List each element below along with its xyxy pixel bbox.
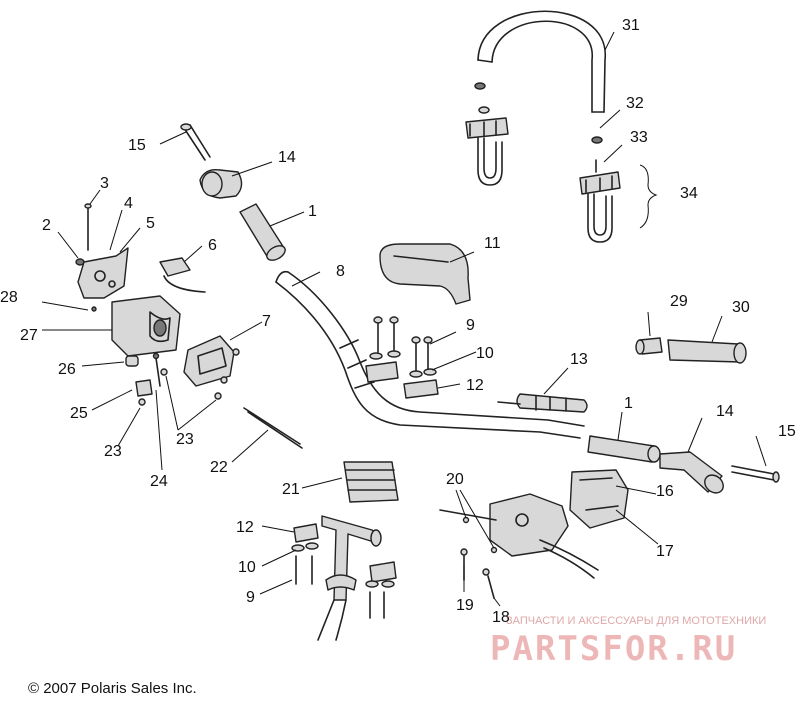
callout-23-left: 23	[104, 443, 122, 460]
part-3-screw	[84, 203, 92, 251]
callout-31: 31	[622, 17, 640, 34]
part-32-nut-right	[591, 136, 603, 144]
callout-9-center: 9	[466, 317, 475, 334]
part-14-end-cap-left	[199, 169, 243, 199]
callout-6: 6	[208, 237, 217, 254]
callout-23-right: 23	[176, 431, 194, 448]
bracket-34	[639, 164, 658, 229]
callout-13: 13	[570, 351, 588, 368]
callout-29: 29	[670, 293, 688, 310]
callout-12-center: 12	[466, 377, 484, 394]
callout-10-center: 10	[476, 345, 494, 362]
part-7-cover	[183, 335, 240, 387]
callout-2: 2	[42, 217, 51, 234]
callout-32: 32	[626, 95, 644, 112]
callout-16: 16	[656, 483, 674, 500]
callout-14-right: 14	[716, 403, 734, 420]
part-30-throttle-grip	[667, 339, 747, 364]
callout-1-right: 1	[624, 395, 633, 412]
part-13-grip	[497, 393, 588, 413]
part-8-handlebar	[275, 270, 585, 439]
callout-1-left: 1	[308, 203, 317, 220]
part-12-clamps-lower	[293, 523, 397, 583]
callout-17: 17	[656, 543, 674, 560]
callout-4: 4	[124, 195, 133, 212]
callout-11: 11	[484, 235, 501, 252]
part-25-knob	[135, 379, 153, 397]
part-26-button	[125, 355, 139, 367]
callout-14-left: 14	[278, 149, 296, 166]
callout-10-lower: 10	[238, 559, 256, 576]
part-32-nut-left	[474, 82, 490, 114]
steering-post	[317, 515, 382, 641]
callout-33: 33	[630, 129, 648, 146]
part-4-5-bracket	[77, 247, 129, 299]
callout-34: 34	[680, 185, 698, 202]
part-31-tube	[477, 10, 606, 113]
part-6-connector	[159, 257, 206, 293]
part-12-clamps-center	[365, 361, 439, 399]
part-9-bolts-lower	[295, 555, 385, 619]
watermark-brand: PARTSFOR.RU	[490, 629, 737, 669]
callout-15-right: 15	[778, 423, 796, 440]
callout-8: 8	[336, 263, 345, 280]
callout-12-lower: 12	[236, 519, 254, 536]
callout-28: 28	[0, 289, 18, 306]
part-1-sleeve-left	[239, 203, 286, 261]
callout-21: 21	[282, 481, 300, 498]
part-24-screw	[152, 352, 161, 387]
callout-15-left: 15	[128, 137, 146, 154]
callout-3: 3	[100, 175, 109, 192]
part-9-bolts-center	[373, 316, 433, 373]
callout-5: 5	[146, 215, 155, 232]
callout-9-lower: 9	[246, 589, 255, 606]
part-21-riser-block	[343, 461, 399, 503]
callout-27: 27	[20, 327, 38, 344]
part-10-washers-center	[369, 350, 437, 378]
part-22-cable	[243, 407, 303, 449]
callout-19: 19	[456, 597, 474, 614]
part-11-pad	[379, 243, 471, 305]
part-15-bolt-left	[180, 123, 211, 161]
brake-lever-assembly	[439, 493, 599, 579]
callout-22: 22	[210, 459, 228, 476]
part-10-washers-lower	[291, 542, 395, 588]
part-14-end-cap-right	[659, 451, 724, 494]
watermark-tagline: ЗАПЧАСТИ И АКСЕССУАРЫ ДЛЯ МОТОТЕХНИКИ	[506, 615, 766, 627]
part-16-17-throttle-housing	[569, 469, 629, 529]
part-15-bolt-right	[731, 465, 780, 483]
callout-7: 7	[262, 313, 271, 330]
part-33-clamp-upper	[465, 117, 509, 186]
part-23-screws	[138, 368, 222, 406]
callout-26: 26	[58, 361, 76, 378]
copyright-notice: © 2007 Polaris Sales Inc.	[28, 680, 197, 697]
callout-24: 24	[150, 473, 168, 490]
leader-lines	[41, 31, 767, 607]
part-29-plug	[635, 337, 663, 355]
part-28-pin	[91, 306, 97, 312]
part-33-clamp-lower	[579, 159, 621, 243]
callout-18: 18	[492, 609, 510, 626]
part-27-switch-housing	[111, 295, 181, 357]
part-1-sleeve-right	[587, 435, 661, 463]
callouts: 31 32 33 34 15 14 1 3 4 2 5 6 7 28 27 26…	[0, 17, 796, 626]
watermark: ЗАПЧАСТИ И АКСЕССУАРЫ ДЛЯ МОТОТЕХНИКИ PA…	[490, 615, 766, 669]
callout-20: 20	[446, 471, 464, 488]
callout-25: 25	[70, 405, 88, 422]
callout-30: 30	[732, 299, 750, 316]
